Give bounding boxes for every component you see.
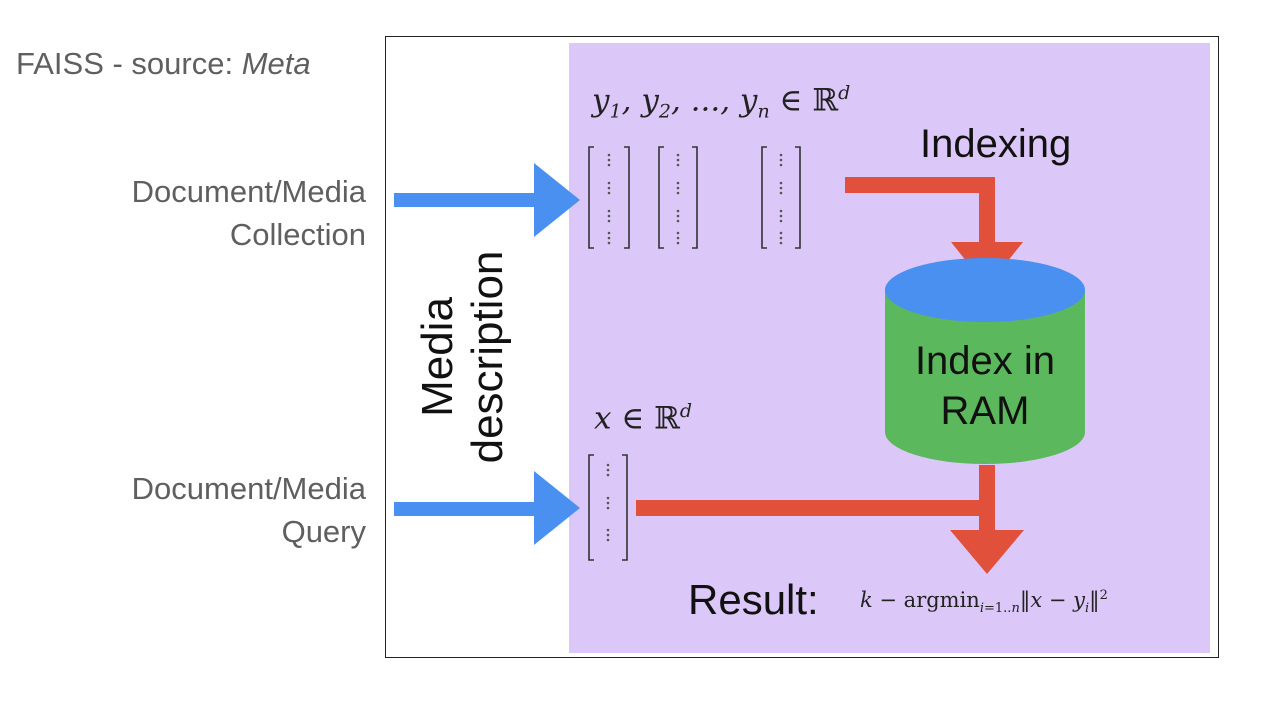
query-vector-formula: x ∈ ℝd: [594, 400, 693, 437]
query-label-line2: Query: [281, 514, 366, 549]
query-result-arrow: [636, 465, 1024, 574]
indexing-label: Indexing: [920, 122, 1072, 166]
query-vector-dots: [606, 463, 610, 542]
collection-vector-dots: [607, 153, 783, 245]
media-description-line1: Media: [413, 297, 462, 417]
caption-prefix: FAISS - source:: [16, 46, 242, 81]
collection-label-line1: Document/Media: [131, 174, 366, 209]
caption-source: Meta: [241, 46, 311, 81]
result-label: Result:: [688, 576, 819, 623]
media-description-line2: description: [463, 250, 512, 464]
collection-label: Document/Media Collection: [36, 170, 366, 256]
query-input-arrow: [394, 471, 580, 545]
collection-vectors-formula: y1, y2, ..., yn ∈ ℝd: [592, 82, 851, 123]
query-label: Document/Media Query: [36, 467, 366, 553]
index-in-ram-label: Index in RAM: [885, 336, 1085, 436]
collection-input-arrow: [394, 163, 580, 237]
query-vector-bracket: [588, 454, 628, 561]
index-label-line2: RAM: [940, 389, 1030, 433]
collection-vector-brackets: [588, 146, 801, 249]
slide-caption: FAISS - source: Meta: [16, 46, 311, 82]
collection-label-line2: Collection: [229, 217, 366, 252]
query-label-line1: Document/Media: [131, 471, 366, 506]
index-label-line1: Index in: [914, 339, 1056, 383]
index-cylinder: [885, 258, 1085, 464]
result-formula: k − argmini=1..n‖x − yi‖2: [860, 588, 1108, 617]
